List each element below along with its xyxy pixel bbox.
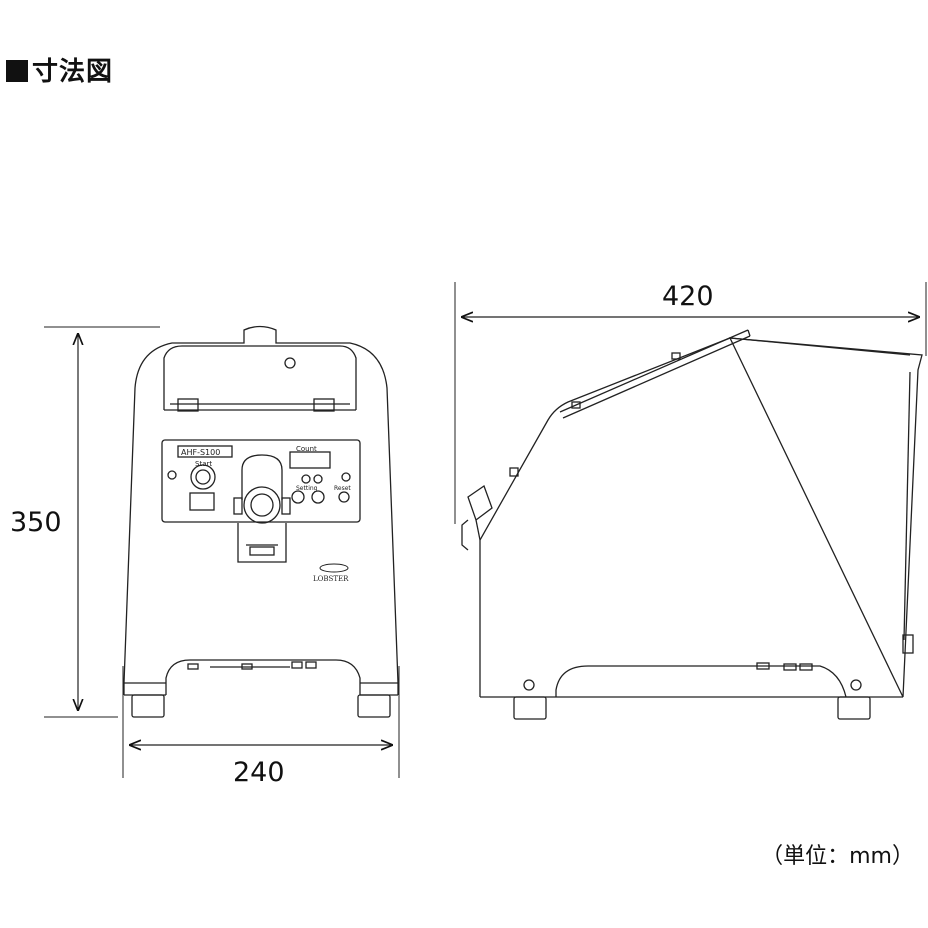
start-label: Start <box>195 460 212 468</box>
brand-logo-icon <box>319 563 349 573</box>
title-text: 寸法図 <box>32 57 114 87</box>
side-view <box>454 282 927 720</box>
setting-label: Setting <box>296 485 318 492</box>
unit-note: （単位：mm） <box>761 844 914 869</box>
width-dimension-label: 240 <box>233 757 285 788</box>
reset-label: Reset <box>334 485 351 492</box>
model-label: AHF-S100 <box>181 448 220 457</box>
height-dimension-label: 350 <box>10 507 62 538</box>
front-view <box>44 325 400 778</box>
brand-label: LOBSTER <box>313 575 349 583</box>
display-label: Count <box>296 445 317 453</box>
page-title: 寸法図 <box>6 56 113 88</box>
title-square-icon <box>6 60 28 82</box>
depth-dimension-label: 420 <box>662 281 714 312</box>
